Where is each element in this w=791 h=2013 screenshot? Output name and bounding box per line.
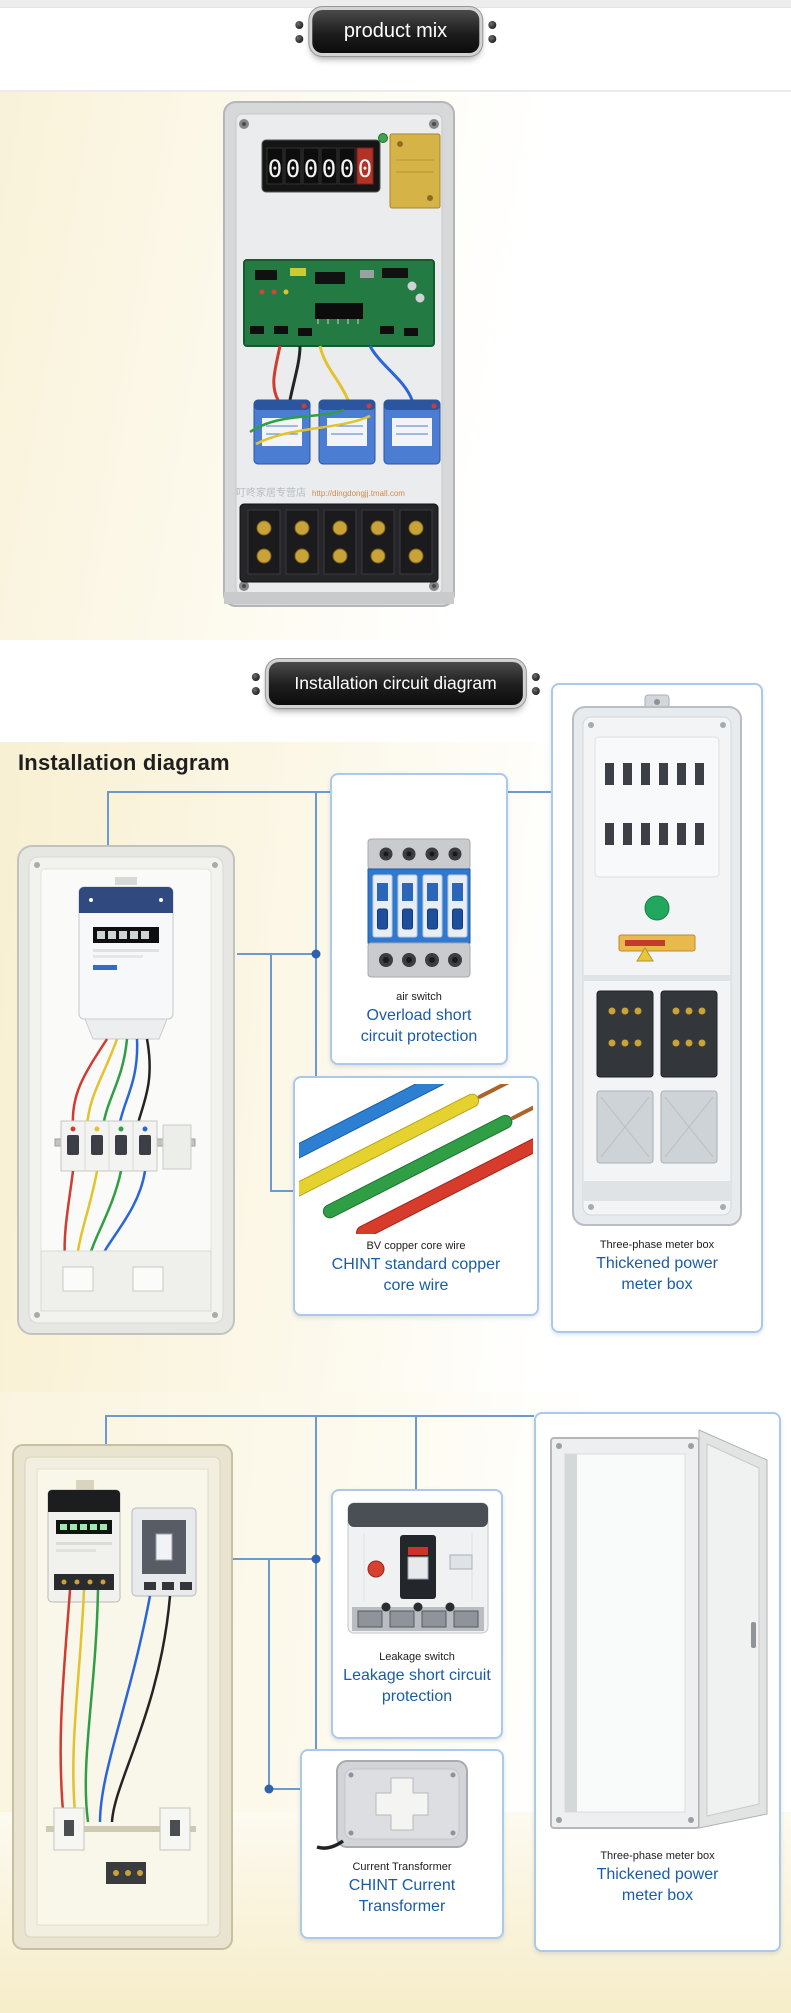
badge-screw-icon bbox=[251, 673, 260, 682]
terminal-windows bbox=[596, 990, 718, 1078]
svg-text:0: 0 bbox=[304, 155, 318, 183]
meter-box-open-photo-2 bbox=[12, 1444, 233, 1950]
power-cabinet-photo bbox=[549, 1429, 767, 1829]
copper-wire-photo bbox=[299, 1084, 533, 1234]
watermark-url-text: http://dingdongjj.tmall.com bbox=[312, 489, 405, 498]
green-button-icon bbox=[644, 895, 670, 921]
current-transformer-label: Current Transformer bbox=[352, 1861, 452, 1873]
badge-screw-icon bbox=[294, 34, 303, 43]
molded-breaker bbox=[131, 1507, 197, 1597]
svg-text:0: 0 bbox=[358, 155, 372, 183]
mechanical-counter: 0 0 0 0 0 0 bbox=[261, 139, 381, 193]
three-phase-meter-box-card: Three-phase meter box Thickened power me… bbox=[551, 683, 763, 1333]
din-breakers bbox=[60, 1120, 192, 1172]
energy-meter-2 bbox=[47, 1480, 121, 1603]
current-transformers bbox=[249, 399, 441, 465]
copper-wire-label: BV copper core wire bbox=[366, 1240, 466, 1252]
product-mix-banner-label: product mix bbox=[343, 20, 448, 42]
svg-text:0: 0 bbox=[322, 155, 336, 183]
installation-circuit-banner-label: Installation circuit diagram bbox=[294, 673, 497, 693]
warning-triangle-icon bbox=[636, 947, 654, 962]
seal-screw-icon bbox=[378, 133, 388, 143]
cabinet-label: Three-phase meter box bbox=[600, 1850, 715, 1862]
three-phase-meter-box-label: Three-phase meter box bbox=[599, 1239, 715, 1251]
power-cabinet-card: Three-phase meter box Thickened power me… bbox=[534, 1412, 781, 1952]
current-transformer-caption: CHINT Current Transformer bbox=[348, 1877, 456, 1916]
door-handle bbox=[750, 1622, 756, 1648]
watermark-store-text: 叮咚家居专营店 bbox=[236, 486, 306, 499]
leakage-switch-label: Leakage switch bbox=[379, 1651, 455, 1663]
leakage-switch-caption: Leakage short circuit protection bbox=[343, 1667, 491, 1706]
badge-screw-icon bbox=[251, 686, 260, 695]
current-transformer-card: Current Transformer CHINT Current Transf… bbox=[300, 1749, 504, 1939]
leakage-switch-photo bbox=[347, 1502, 489, 1634]
air-switch-card: air switch Overload short circuit protec… bbox=[330, 773, 508, 1065]
product-mix-banner: product mix bbox=[294, 10, 497, 53]
circuit-board bbox=[243, 259, 435, 347]
badge-screw-icon bbox=[531, 673, 540, 682]
three-phase-meter-box-caption: Thickened power meter box bbox=[596, 1255, 718, 1294]
meter-box-product-photo: 0 0 0 0 0 0 bbox=[223, 101, 455, 607]
copper-wire-caption: CHINT standard copper core wire bbox=[331, 1256, 501, 1295]
copper-wire-card: BV copper core wire CHINT standard coppe… bbox=[293, 1076, 539, 1316]
current-transformer-photo bbox=[316, 1760, 468, 1850]
air-switch-label: air switch bbox=[396, 991, 442, 1003]
badge-screw-icon bbox=[488, 21, 497, 30]
brass-plate bbox=[389, 133, 441, 209]
badge-screw-icon bbox=[294, 21, 303, 30]
terminal-strip bbox=[239, 503, 439, 583]
air-switch-caption: Overload short circuit protection bbox=[360, 1007, 478, 1046]
badge-screw-icon bbox=[531, 686, 540, 695]
three-phase-meter-box-photo bbox=[572, 694, 742, 1226]
red-button-icon bbox=[367, 1560, 385, 1578]
energy-meter bbox=[78, 886, 174, 1040]
svg-text:0: 0 bbox=[286, 155, 300, 183]
badge-screw-icon bbox=[488, 34, 497, 43]
meter-box-open-photo bbox=[17, 845, 235, 1335]
leakage-switch-card: Leakage switch Leakage short circuit pro… bbox=[331, 1489, 503, 1739]
top-strip bbox=[0, 0, 791, 8]
svg-text:0: 0 bbox=[268, 155, 282, 183]
divider-line bbox=[0, 90, 791, 92]
cabinet-caption: Thickened power meter box bbox=[596, 1866, 719, 1905]
air-switch-photo bbox=[367, 838, 471, 978]
installation-circuit-banner: Installation circuit diagram bbox=[251, 662, 540, 705]
svg-text:0: 0 bbox=[340, 155, 354, 183]
installation-diagram-heading: Installation diagram bbox=[18, 750, 230, 775]
